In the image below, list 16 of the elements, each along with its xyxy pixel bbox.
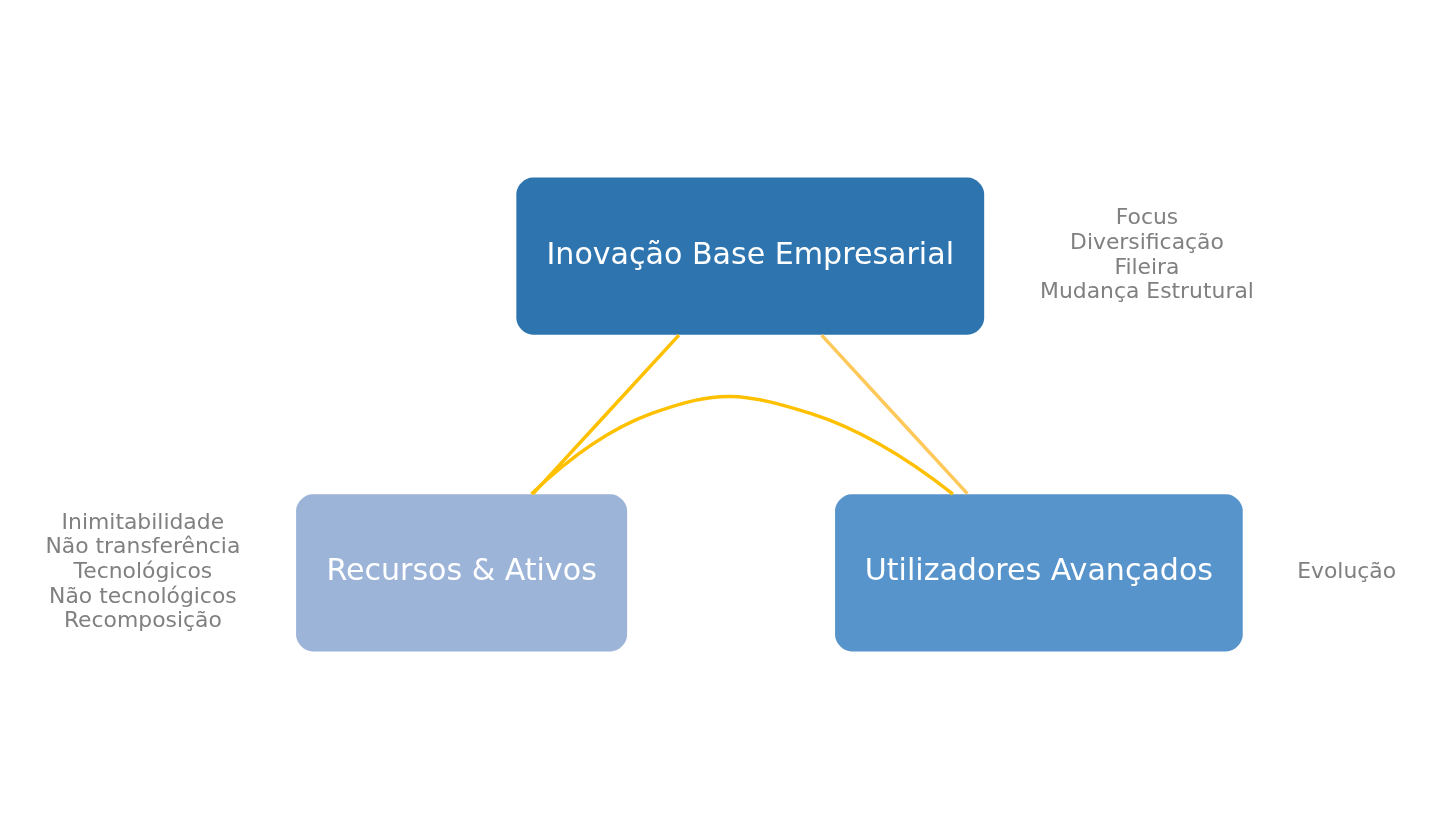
node-label: Fileira — [1114, 253, 1180, 279]
node-label: Inimitabilidade — [61, 508, 225, 534]
node-label: Não tecnológicos — [49, 582, 237, 608]
node-label: Não transferência — [45, 533, 241, 559]
node-box: Inovação Base Empresarial — [516, 177, 985, 335]
node-box: Utilizadores Avançados — [835, 494, 1243, 652]
node-label: Evolução — [1297, 558, 1397, 584]
connector — [820, 333, 969, 495]
node-box: Recursos & Ativos — [296, 494, 628, 652]
node-label: Tecnológicos — [73, 558, 213, 584]
node-label: Recomposição — [63, 607, 222, 633]
connector — [531, 333, 681, 495]
node-label: Diversificação — [1070, 229, 1224, 255]
node-label: Mudança Estrutural — [1040, 278, 1254, 304]
connector — [530, 394, 954, 496]
node-label: Focus — [1115, 204, 1179, 230]
